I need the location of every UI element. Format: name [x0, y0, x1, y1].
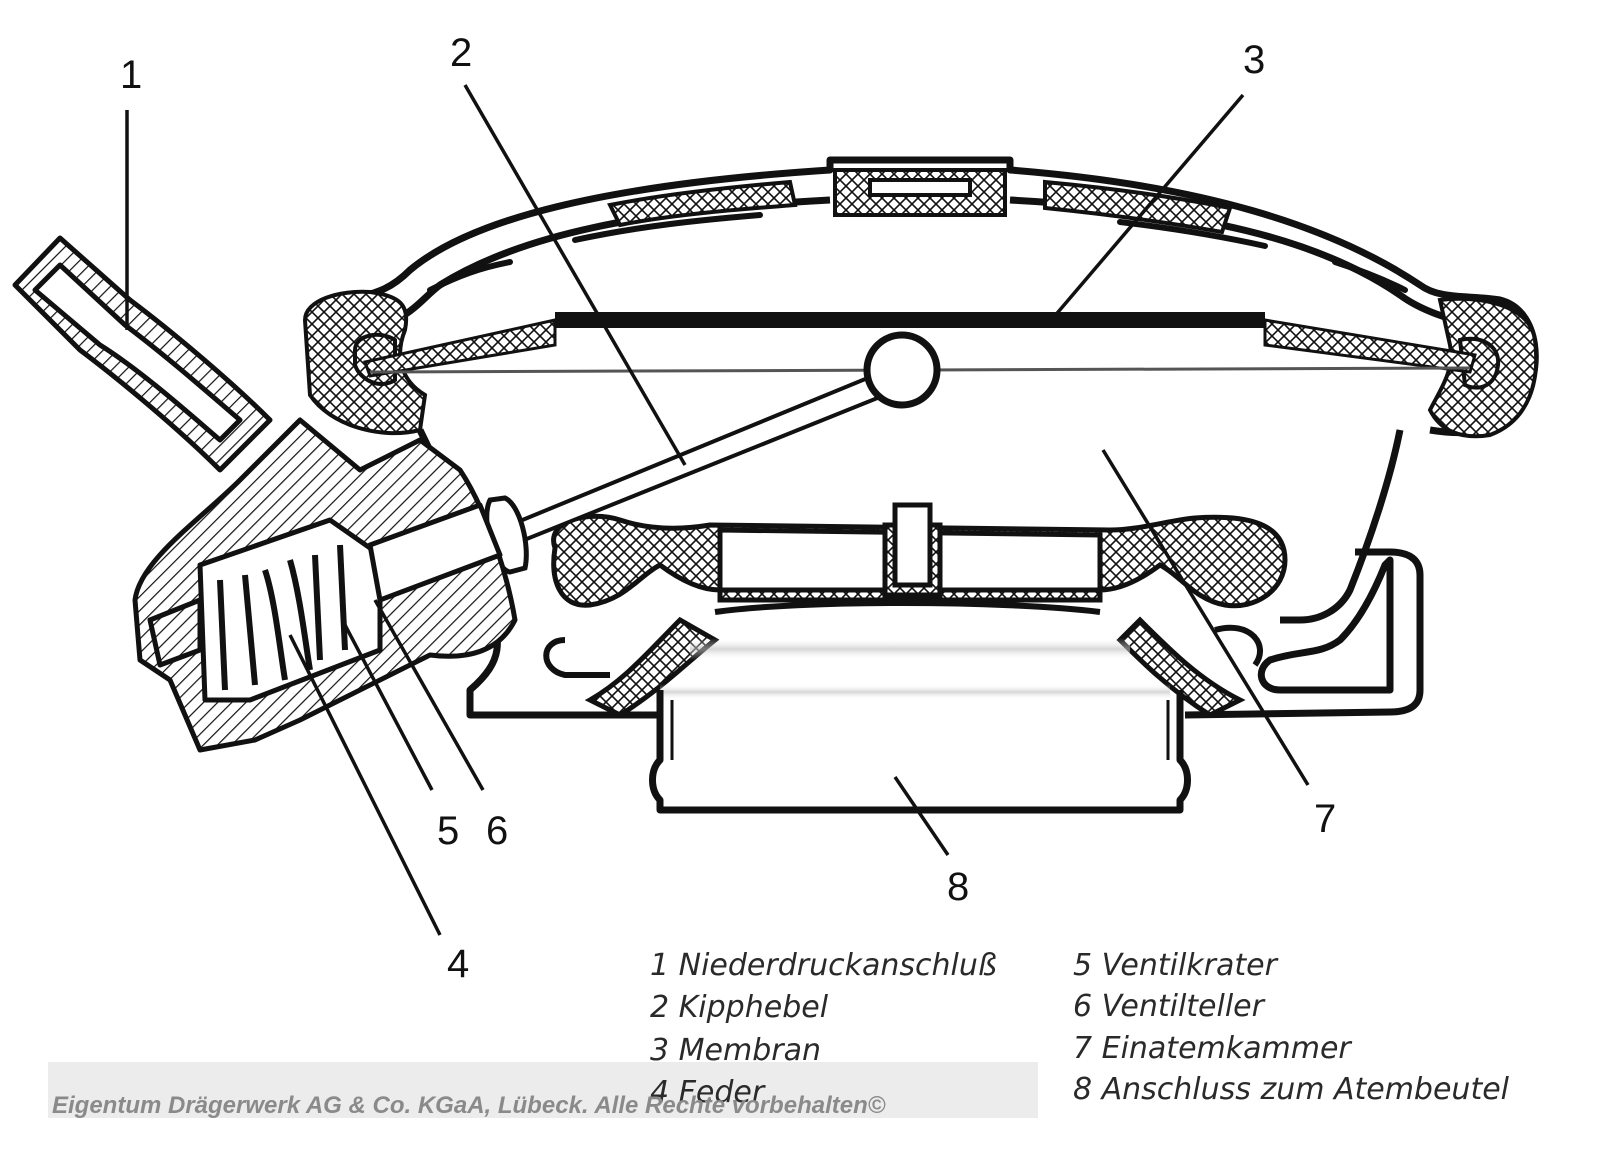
blur-artifact-lower	[660, 684, 1170, 700]
callout-8: 8	[947, 865, 969, 909]
legend-item-5: 5 Ventilkrater	[1073, 948, 1279, 983]
leader-line-4	[288, 634, 442, 936]
lid-inner-arcs	[427, 212, 1408, 293]
leader-line-6	[373, 599, 485, 791]
legend-item-4: 4 Feder	[650, 1075, 766, 1110]
leader-line-7	[1101, 449, 1310, 786]
membrane	[363, 312, 1477, 378]
callout-4: 4	[447, 942, 469, 986]
callout-7: 7	[1314, 797, 1336, 841]
legend-item-8: 8 Anschluss zum Atembeutel	[1073, 1072, 1510, 1107]
leader-line-5	[343, 624, 434, 791]
inner-valve-assembly	[543, 502, 1288, 718]
callout-3: 3	[1243, 38, 1265, 82]
callout-6: 6	[486, 809, 508, 853]
breathing-bag-connector	[649, 690, 1191, 814]
footer-band	[48, 1062, 1038, 1118]
copyright-footer: Eigentum Drägerwerk AG & Co. KGaA, Lübec…	[52, 1092, 886, 1119]
leader-line-3	[1051, 93, 1245, 320]
leader-line-2	[463, 84, 687, 466]
legend-item-7: 7 Einatemkammer	[1073, 1031, 1352, 1066]
callout-numbers: 1 2 3 4 5 6 7 8	[120, 31, 1336, 986]
legend-item-6: 6 Ventilteller	[1073, 989, 1266, 1024]
valve-body	[132, 417, 518, 753]
leader-lines	[125, 84, 1310, 936]
callout-2: 2	[450, 31, 472, 75]
low-pressure-fitting	[12, 235, 273, 473]
callout-5: 5	[437, 809, 459, 853]
callout-1: 1	[120, 53, 142, 97]
leader-line-8	[893, 776, 950, 856]
legend: 1 Niederdruckanschluß 2 Kipphebel 3 Memb…	[650, 948, 1510, 1107]
blur-artifact-upper	[690, 638, 1130, 660]
legend-item-1: 1 Niederdruckanschluß	[650, 948, 997, 983]
lid-crosshatch-segments	[302, 168, 1539, 439]
legend-item-2: 2 Kipphebel	[650, 990, 829, 1025]
lower-chamber	[416, 428, 1424, 719]
